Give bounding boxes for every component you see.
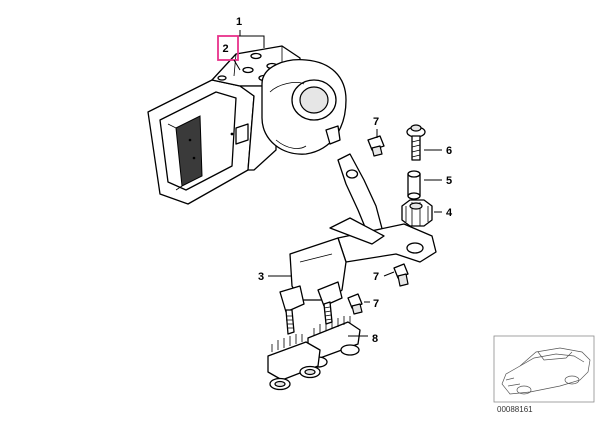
nut-right[interactable] xyxy=(393,263,409,287)
spacer-sleeve[interactable] xyxy=(407,170,421,200)
callout-7-top[interactable]: 7 xyxy=(373,116,379,138)
callout-7-top-label: 7 xyxy=(373,116,379,128)
callout-4-label: 4 xyxy=(446,207,453,219)
rubber-mount[interactable] xyxy=(401,199,433,227)
thumbnail-frame xyxy=(493,335,595,403)
callout-8-label: 8 xyxy=(372,333,378,345)
callout-2-highlight xyxy=(217,35,239,61)
car-sedan-icon xyxy=(501,347,591,395)
callout-4[interactable]: 4 xyxy=(434,207,453,219)
vehicle-thumbnail: 00088161 xyxy=(493,335,595,414)
callout-8[interactable]: 8 xyxy=(348,333,378,345)
callout-7-lower[interactable]: 7 xyxy=(364,298,379,310)
callout-7-right[interactable]: 7 xyxy=(373,271,395,283)
callout-2[interactable]: 2 xyxy=(217,35,241,71)
callout-1-label: 1 xyxy=(236,16,242,28)
callout-6-label: 6 xyxy=(446,145,452,157)
doc-number: 00088161 xyxy=(497,405,533,414)
bolt-with-washer[interactable] xyxy=(406,124,426,161)
callout-6[interactable]: 6 xyxy=(424,145,452,157)
mounting-bracket[interactable] xyxy=(279,153,437,335)
bolt-small-top[interactable] xyxy=(367,135,385,157)
callout-7-lower-label: 7 xyxy=(373,298,379,310)
callout-3-label: 3 xyxy=(258,271,264,283)
damper-strips[interactable] xyxy=(267,316,361,391)
callout-5[interactable]: 5 xyxy=(424,175,452,187)
callout-5-label: 5 xyxy=(446,175,452,187)
abs-hydraulic-unit[interactable] xyxy=(147,45,347,205)
nut-lower[interactable] xyxy=(347,293,363,315)
callout-3[interactable]: 3 xyxy=(258,271,292,283)
callout-2-label: 2 xyxy=(223,43,229,55)
callout-7-right-label: 7 xyxy=(373,271,379,283)
